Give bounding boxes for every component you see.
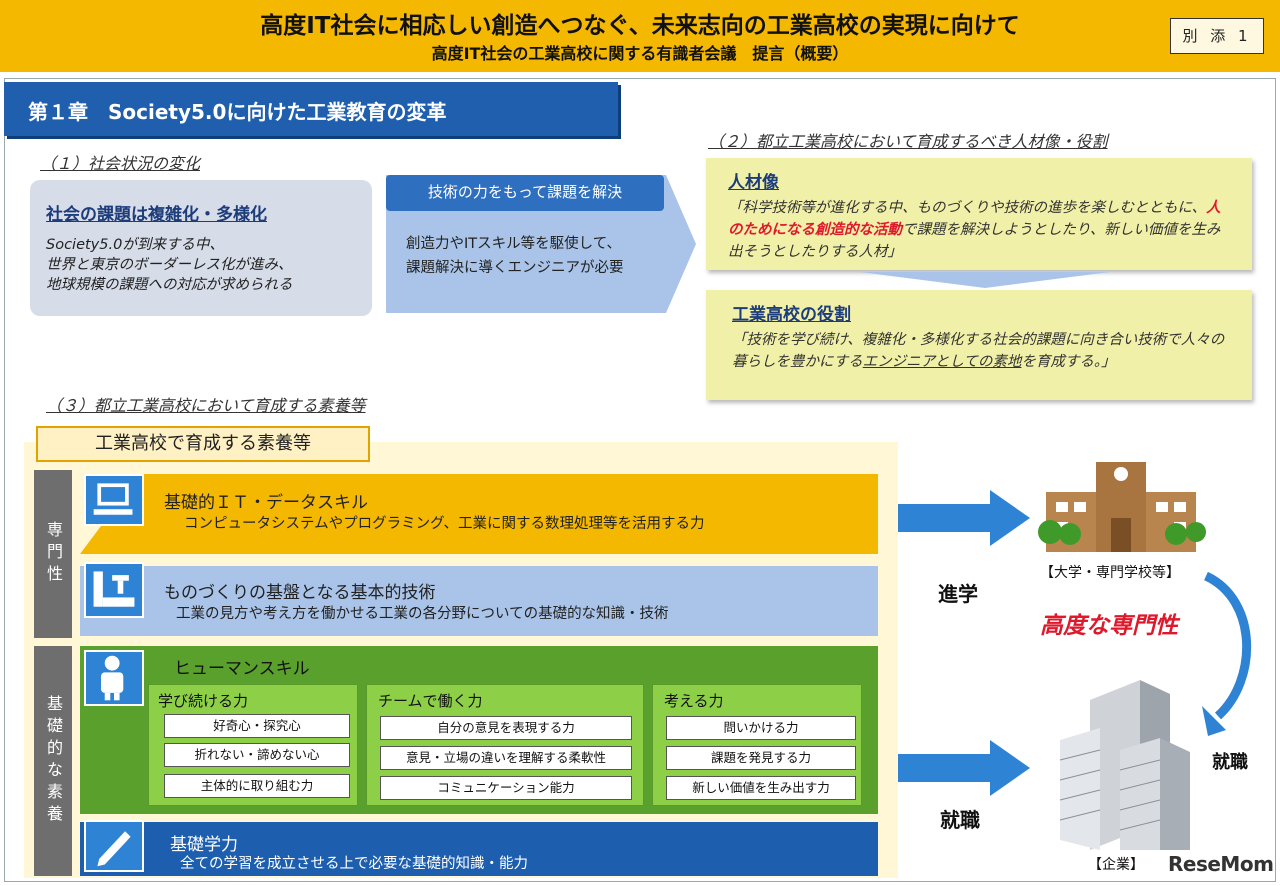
computer-icon — [84, 474, 144, 526]
ideal-person-title: 人材像 — [728, 173, 779, 193]
label-employment-2: 就職 — [1212, 752, 1248, 773]
company-label: 【企業】 — [1088, 857, 1144, 873]
solution-line-1: 創造力やITスキル等を駆使して、 — [406, 236, 621, 252]
school-role-title: 工業高校の役割 — [732, 305, 851, 325]
basic-literacy-label: 基礎的な素養 — [34, 646, 72, 876]
ideal-person-text: 「科学技術等が進化する中、ものづくりや技術の進歩を楽しむとともに、人のためになる… — [728, 197, 1230, 263]
basic-academic-band — [80, 822, 878, 876]
label-advancement: 進学 — [938, 582, 978, 606]
skill-item: 自分の意見を表現する力 — [380, 716, 632, 740]
solution-line-2: 課題解決に導くエンジニアが必要 — [406, 260, 624, 276]
machine-icon — [84, 562, 144, 618]
resemom-watermark: ReseMom — [1168, 852, 1274, 876]
skill-item: 問いかける力 — [666, 716, 856, 740]
arrow-to-university — [898, 490, 1030, 546]
manufacturing-title: ものづくりの基盤となる基本的技術 — [164, 583, 436, 603]
skill-group-learning-title: 学び続ける力 — [158, 692, 249, 710]
label-employment: 就職 — [940, 808, 980, 832]
office-building-icon — [1059, 680, 1190, 850]
solution-arrow-body: 創造力やITスキル等を駆使して、 課題解決に導くエンジニアが必要 — [406, 232, 686, 280]
basic-academic-desc: 全ての学習を成立させる上で必要な基礎的知識・能力 — [180, 856, 528, 872]
skill-item: 意見・立場の違いを理解する柔軟性 — [380, 746, 632, 770]
university-label: 【大学・専門学校等】 — [1040, 565, 1180, 581]
manufacturing-desc: 工業の見方や考え方を働かせる工業の各分野についての基礎的な知識・技術 — [176, 606, 669, 622]
basic-academic-title: 基礎学力 — [170, 835, 238, 855]
social-issue-line-1: Society5.0が到来する中、 — [46, 237, 224, 253]
ideal-person-box: 人材像 「科学技術等が進化する中、ものづくりや技術の進歩を楽しむとともに、人のた… — [706, 158, 1252, 270]
skill-item: 新しい価値を生み出す力 — [666, 776, 856, 800]
page-subtitle: 高度IT社会の工業高校に関する有識者会議 提言（概要） — [431, 44, 849, 63]
it-skill-band — [80, 474, 878, 554]
school-role-text-a: 「技術を学び続け、複雑化・多様化する社会的課題に向き合い技術で人々の暮らしを豊か… — [732, 332, 1225, 370]
skill-item: 好奇心・探究心 — [164, 714, 350, 738]
arrow-to-company — [898, 740, 1030, 796]
ideal-person-text-b: で課題を解決しようとしたり、新しい価値を生み出そうとしたりする人材」 — [728, 222, 1221, 260]
section3-heading: （３）都立工業高校において育成する素養等 — [46, 396, 366, 415]
skill-item: 主体的に取り組む力 — [164, 774, 350, 798]
skill-item: コミュニケーション能力 — [380, 776, 632, 800]
advanced-specialty-label: 高度な専門性 — [1040, 613, 1178, 639]
social-issue-line-3: 地球規模の課題への対応が求められる — [46, 277, 293, 293]
social-issue-line-2: 世界と東京のボーダーレス化が進み、 — [46, 257, 293, 273]
it-skill-desc: コンピュータシステムやプログラミング、工業に関する数理処理等を活用する力 — [184, 516, 705, 532]
human-skill-title: ヒューマンスキル — [174, 659, 310, 679]
school-role-text: 「技術を学び続け、複雑化・多様化する社会的課題に向き合い技術で人々の暮らしを豊か… — [732, 329, 1226, 373]
social-issue-title: 社会の課題は複雑化・多様化 — [46, 205, 267, 225]
specialty-label: 専門性 — [34, 470, 72, 638]
social-issue-box: 社会の課題は複雑化・多様化 Society5.0が到来する中、 世界と東京のボー… — [30, 180, 372, 316]
university-building-icon — [1038, 462, 1206, 552]
page-title: 高度IT社会に相応しい創造へつなぐ、未来志向の工業高校の実現に向けて — [260, 13, 1020, 39]
school-role-underline: エンジニアとしての素地 — [862, 354, 1022, 370]
school-role-text-b: を育成する。」 — [1021, 354, 1116, 370]
curved-arrow-to-company — [1202, 571, 1251, 736]
skill-group-team-title: チームで働く力 — [378, 692, 483, 710]
section1-heading: （１）社会状況の変化 — [40, 154, 201, 173]
attachment-badge: 別 添 1 — [1170, 18, 1264, 54]
solution-arrow-head: 技術の力をもって課題を解決 — [386, 175, 664, 211]
pencil-icon — [84, 820, 144, 872]
chapter-title: 第１章 Society5.0に向けた工業教育の変革 — [4, 82, 618, 136]
school-role-box: 工業高校の役割 「技術を学び続け、複雑化・多様化する社会的課題に向き合い技術で人… — [706, 290, 1252, 400]
it-skill-title: 基礎的ＩＴ・データスキル — [164, 493, 368, 513]
content-frame — [4, 78, 1276, 882]
manufacturing-band — [80, 566, 878, 636]
competencies-tag: 工業高校で育成する素養等 — [36, 426, 370, 462]
person-icon — [84, 650, 144, 706]
skill-item: 課題を発見する力 — [666, 746, 856, 770]
ideal-person-highlight: 人のためになる創造的な活動 — [728, 200, 1221, 238]
ideal-person-text-a: 「科学技術等が進化する中、ものづくりや技術の進歩を楽しむとともに、 — [728, 200, 1207, 216]
connector-triangle — [860, 272, 1110, 288]
skill-group-thinking-title: 考える力 — [664, 692, 724, 710]
header-bar — [0, 0, 1280, 72]
section2-heading: （２）都立工業高校において育成するべき人材像・役割 — [708, 132, 1108, 151]
skill-item: 折れない・諦めない心 — [164, 743, 350, 767]
